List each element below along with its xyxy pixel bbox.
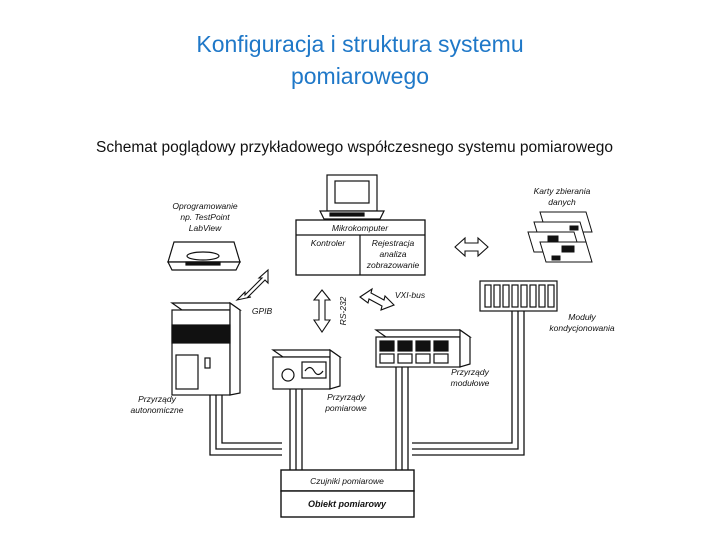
title-line-2: pomiarowego: [290, 63, 430, 89]
registration-label-1: Rejestracja: [372, 238, 415, 248]
standalone-instrument-icon: [170, 301, 242, 396]
software-label-3: LabView: [189, 223, 222, 233]
conditioning-label-2: kondycjonowania: [549, 323, 614, 333]
slide-subtitle: Schemat poglądowy przykładowego współcze…: [96, 139, 613, 156]
sensor-cables: [209, 311, 525, 470]
monitor-icon: [319, 174, 385, 220]
modular-label-1: Przyrządy: [451, 367, 490, 377]
measured-object-box: Obiekt pomiarowy: [280, 490, 415, 518]
title-line-1: Konfiguracja i struktura systemu: [196, 31, 524, 57]
daq-arrow: [454, 236, 489, 258]
standalone-label-1: Przyrządy: [138, 394, 177, 404]
registration-label-3: zobrazowanie: [366, 260, 420, 270]
sensors-label: Czujniki pomiarowe: [310, 476, 384, 486]
measured-object-label: Obiekt pomiarowy: [308, 499, 387, 509]
registration-label-2: analiza: [380, 249, 407, 259]
daq-label-1: Karty zbierania: [534, 186, 591, 196]
software-label-2: np. TestPoint: [180, 212, 230, 222]
microcomputer-label: Mikrokomputer: [332, 223, 389, 233]
slide-title: Konfiguracja i struktura systemu pomiaro…: [0, 28, 720, 92]
standalone-label-2: autonomiczne: [131, 405, 184, 415]
gpib-arrow: [235, 268, 269, 301]
vxi-arrow: [359, 287, 395, 311]
modular-label-2: modułowe: [451, 378, 490, 388]
gpib-label: GPIB: [252, 306, 273, 316]
measuring-label-2: pomiarowe: [324, 403, 367, 413]
modular-instruments-icon: [374, 328, 472, 368]
rs232-arrow: [312, 289, 332, 333]
conditioning-label-1: Moduły: [568, 312, 596, 322]
controller-label: Kontroler: [311, 238, 347, 248]
sensors-box: Czujniki pomiarowe: [280, 469, 415, 492]
measuring-instrument-icon: [271, 348, 342, 390]
daq-label-2: danych: [548, 197, 576, 207]
vxi-label: VXI-bus: [395, 290, 426, 300]
microcomputer-box: Mikrokomputer Kontroler Rejestracja anal…: [295, 219, 426, 276]
software-disk-icon: [167, 241, 241, 271]
daq-cards-icon: [527, 211, 593, 263]
software-label-1: Oprogramowanie: [172, 201, 237, 211]
rs232-label: RS-232: [338, 296, 348, 325]
conditioning-modules-rack: [479, 280, 558, 312]
measuring-label-1: Przyrządy: [327, 392, 366, 402]
